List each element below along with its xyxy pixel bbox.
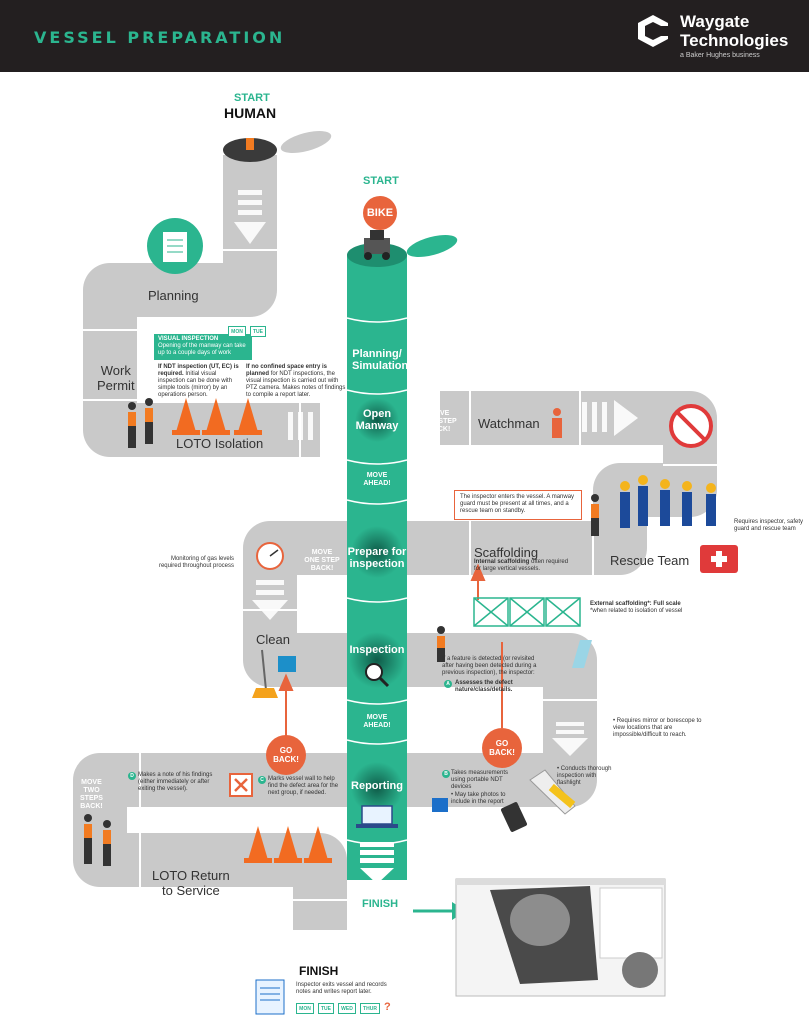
step-b-photos-note: • May take photos to include in the repo… xyxy=(451,792,506,805)
mark-x-icon xyxy=(229,773,253,797)
magnifier-icon xyxy=(365,663,390,688)
internal-scaffolding-note: Internal scaffolding often required for … xyxy=(474,559,569,572)
step-d-note: Makes a note of his findings (either imm… xyxy=(138,772,213,792)
planning-label: Planning xyxy=(148,288,199,303)
software-screenshot xyxy=(455,878,666,997)
clean-label: Clean xyxy=(256,632,290,647)
gas-gauge-icon xyxy=(256,542,284,570)
finish-day-mon: MON xyxy=(296,1003,314,1014)
rescue-team-label: Rescue Team xyxy=(610,553,690,568)
step-d-badge: D xyxy=(128,772,136,780)
exits-vessel-note: Inspector exits vessel and records notes… xyxy=(296,982,387,995)
traffic-cones xyxy=(172,398,332,863)
brand-subtitle: a Baker Hughes business xyxy=(680,52,760,59)
ndt-note: If NDT inspection (UT, EC) is required. … xyxy=(158,364,239,398)
reporting-marker xyxy=(351,762,403,814)
step-a-note: Assesses the defect nature/class/details… xyxy=(455,680,513,693)
human-finish-label: FINISH xyxy=(299,964,339,978)
laptop-icon xyxy=(356,805,398,828)
step-b-note: Takes measurements using portable NDT de… xyxy=(451,770,509,790)
flashlight-note: • Conducts thorough inspection with flas… xyxy=(557,766,612,786)
bike-finish-stripes xyxy=(360,842,394,884)
loto-isolation-label: LOTO Isolation xyxy=(176,436,264,451)
day-tue: TUE xyxy=(250,326,266,337)
human-start-label: START xyxy=(234,92,270,104)
bike-start-label: START xyxy=(363,175,399,187)
mirror-icon xyxy=(572,640,592,668)
go-back-arrows xyxy=(278,563,503,740)
flashlight-icon xyxy=(529,769,576,815)
page-title: VESSEL PREPARATION xyxy=(34,28,286,47)
inspection-label: Inspection xyxy=(349,644,405,656)
human-manway-cover xyxy=(280,131,332,153)
feature-detected-note: If a feature is detected (or revisited a… xyxy=(442,656,537,676)
day-mon: MON xyxy=(228,326,246,337)
bike-manway-cover xyxy=(406,235,458,257)
step-a-badge: A xyxy=(444,680,452,688)
open-manway-marker xyxy=(355,398,399,442)
finish-day-tue: TUE xyxy=(318,1003,334,1014)
bike-label: BIKE xyxy=(363,196,397,230)
bike-finish-label: FINISH xyxy=(362,898,399,910)
reporting-label: Reporting xyxy=(351,780,403,792)
mirror-note: • Requires mirror or borescope to view l… xyxy=(613,718,702,738)
bike-manway-hole xyxy=(347,243,407,267)
inspector-figures xyxy=(84,138,716,866)
requires-rescue-note: Requires inspector, safety guard and res… xyxy=(734,519,804,532)
enters-vessel-note: The inspector enters the vessel. A manwa… xyxy=(454,490,582,520)
ndt-device-icon xyxy=(432,798,527,832)
notes-icon xyxy=(255,979,285,1015)
inspection-marker xyxy=(349,632,405,688)
human-label: HUMAN xyxy=(224,105,277,121)
step-c-badge: C xyxy=(258,776,266,784)
external-scaffolding-note: External scaffolding*: Full scale*when r… xyxy=(590,601,683,614)
finish-day-wed: WED xyxy=(338,1003,356,1014)
step-b-badge: B xyxy=(442,770,450,778)
clipboard-icon xyxy=(147,218,203,274)
planning-simulation-label: Planning/Simulation xyxy=(352,348,409,372)
step-c-note: Marks vessel wall to help find the defec… xyxy=(268,776,339,796)
cleaning-bucket-icon xyxy=(252,649,296,698)
first-aid-kit-icon xyxy=(700,545,738,573)
direction-arrows xyxy=(234,190,638,952)
scaffolding-icon xyxy=(473,597,581,627)
question-mark: ? xyxy=(384,1001,391,1013)
watchman-label: Watchman xyxy=(478,416,540,431)
prepare-marker xyxy=(351,526,403,578)
no-confined-note: If no confined space entry is planned fo… xyxy=(246,364,346,398)
no-fire-icon xyxy=(669,404,713,448)
gas-monitoring-note: Monitoring of gas levels required throug… xyxy=(158,556,234,569)
scaffolding-label: Scaffolding xyxy=(474,545,539,560)
inspection-robot-icon xyxy=(364,230,390,260)
finish-day-thur: THUR xyxy=(360,1003,380,1014)
waygate-logo-icon xyxy=(638,15,670,47)
